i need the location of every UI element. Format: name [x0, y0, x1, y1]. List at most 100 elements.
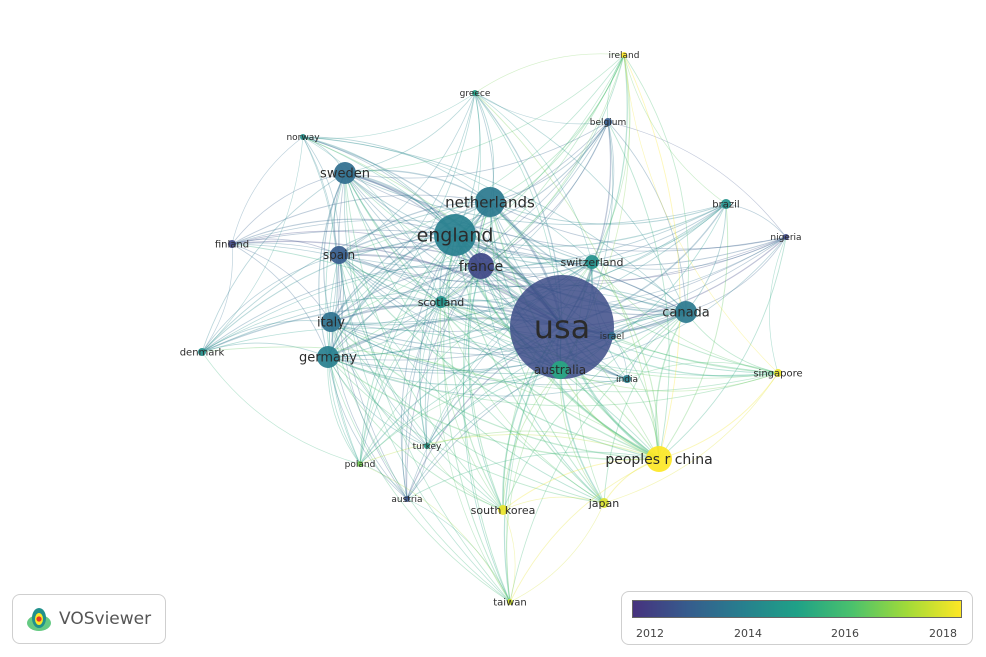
link-line — [454, 121, 609, 236]
node-taiwan[interactable] — [507, 599, 513, 605]
node-label-scotland: scotland — [418, 296, 465, 309]
node-south-korea[interactable] — [498, 505, 508, 515]
link-line — [327, 201, 491, 358]
link-line — [201, 265, 482, 353]
node-turkey[interactable] — [424, 443, 430, 449]
link-line — [330, 321, 779, 393]
link-line — [359, 311, 687, 465]
link-line — [623, 54, 727, 205]
node-label-peoples-r-china: peoples r china — [605, 452, 712, 468]
node-india[interactable] — [623, 375, 631, 383]
node-germany[interactable] — [317, 346, 339, 368]
link-line — [338, 254, 605, 504]
link-line — [231, 238, 340, 256]
node-belgium[interactable] — [604, 118, 612, 126]
link-line — [330, 321, 561, 375]
link-line — [302, 136, 660, 460]
link-line — [591, 54, 631, 263]
link-line — [338, 54, 625, 256]
link-line — [231, 136, 304, 245]
link-line — [502, 509, 516, 603]
link-line — [426, 265, 482, 447]
node-netherlands[interactable] — [475, 187, 505, 217]
link-line — [489, 201, 687, 313]
link-line — [231, 243, 329, 358]
node-austria[interactable] — [404, 496, 410, 502]
link-line — [330, 311, 687, 350]
node-brazil[interactable] — [721, 199, 731, 209]
link-line — [327, 356, 605, 504]
node-singapore[interactable] — [774, 369, 782, 377]
link-line — [440, 121, 609, 303]
link-line — [506, 369, 561, 603]
node-usa[interactable] — [510, 275, 614, 379]
node-greece[interactable] — [472, 90, 478, 96]
legend-tick: 2016 — [831, 627, 859, 640]
link-line — [344, 172, 787, 252]
node-label-usa: usa — [534, 308, 591, 346]
link-line — [327, 356, 628, 397]
node-ireland[interactable] — [621, 52, 627, 58]
link-line — [359, 463, 511, 603]
node-france[interactable] — [468, 253, 494, 279]
node-england[interactable] — [434, 214, 476, 256]
node-japan[interactable] — [599, 498, 609, 508]
link-line — [611, 335, 660, 460]
link-line — [330, 321, 511, 603]
node-israel[interactable] — [608, 332, 616, 340]
link-line — [201, 346, 660, 460]
link-line — [201, 297, 442, 353]
node-denmark[interactable] — [198, 348, 206, 356]
link-line — [480, 236, 787, 282]
link-line — [330, 301, 442, 325]
link-line — [338, 246, 482, 267]
link-line — [359, 463, 408, 500]
node-label-belgium: belgium — [590, 118, 626, 128]
link-line — [330, 321, 408, 500]
node-scotland[interactable] — [435, 296, 447, 308]
link-line — [359, 301, 442, 465]
link-line — [302, 136, 593, 263]
link-line — [655, 311, 687, 460]
node-australia[interactable] — [551, 361, 569, 379]
link-line — [338, 254, 628, 380]
node-nigeria[interactable] — [783, 234, 789, 240]
link-line — [626, 361, 779, 380]
link-line — [440, 301, 779, 379]
link-line — [406, 265, 482, 500]
link-line — [359, 265, 482, 465]
node-finland[interactable] — [228, 240, 236, 248]
link-line — [426, 430, 660, 460]
node-italy[interactable] — [321, 312, 341, 332]
node-poland[interactable] — [357, 461, 363, 467]
link-line — [327, 301, 442, 358]
link-line — [330, 321, 660, 460]
link-line — [201, 243, 233, 353]
node-label-denmark: denmark — [180, 348, 225, 359]
legend-tick: 2018 — [929, 627, 957, 640]
link-line — [338, 203, 727, 270]
node-canada[interactable] — [675, 301, 697, 323]
node-sweden[interactable] — [334, 162, 356, 184]
link-line — [623, 54, 779, 374]
link-line — [685, 203, 727, 313]
node-peoples-r-china[interactable] — [646, 446, 672, 472]
node-label-israel: israel — [600, 332, 624, 342]
node-label-spain: spain — [323, 248, 355, 262]
link-line — [480, 265, 660, 460]
node-switzerland[interactable] — [585, 255, 599, 269]
link-line — [231, 243, 332, 323]
node-label-australia: australia — [534, 363, 586, 377]
legend-tick: 2014 — [734, 627, 762, 640]
link-line — [330, 321, 628, 386]
node-norway[interactable] — [300, 134, 306, 140]
link-line — [480, 265, 779, 374]
link-line — [338, 254, 442, 303]
link-line — [559, 369, 605, 504]
link-line — [607, 121, 787, 238]
link-line — [603, 311, 687, 504]
link-line — [685, 236, 787, 313]
node-spain[interactable] — [330, 246, 348, 264]
link-line — [201, 327, 561, 371]
